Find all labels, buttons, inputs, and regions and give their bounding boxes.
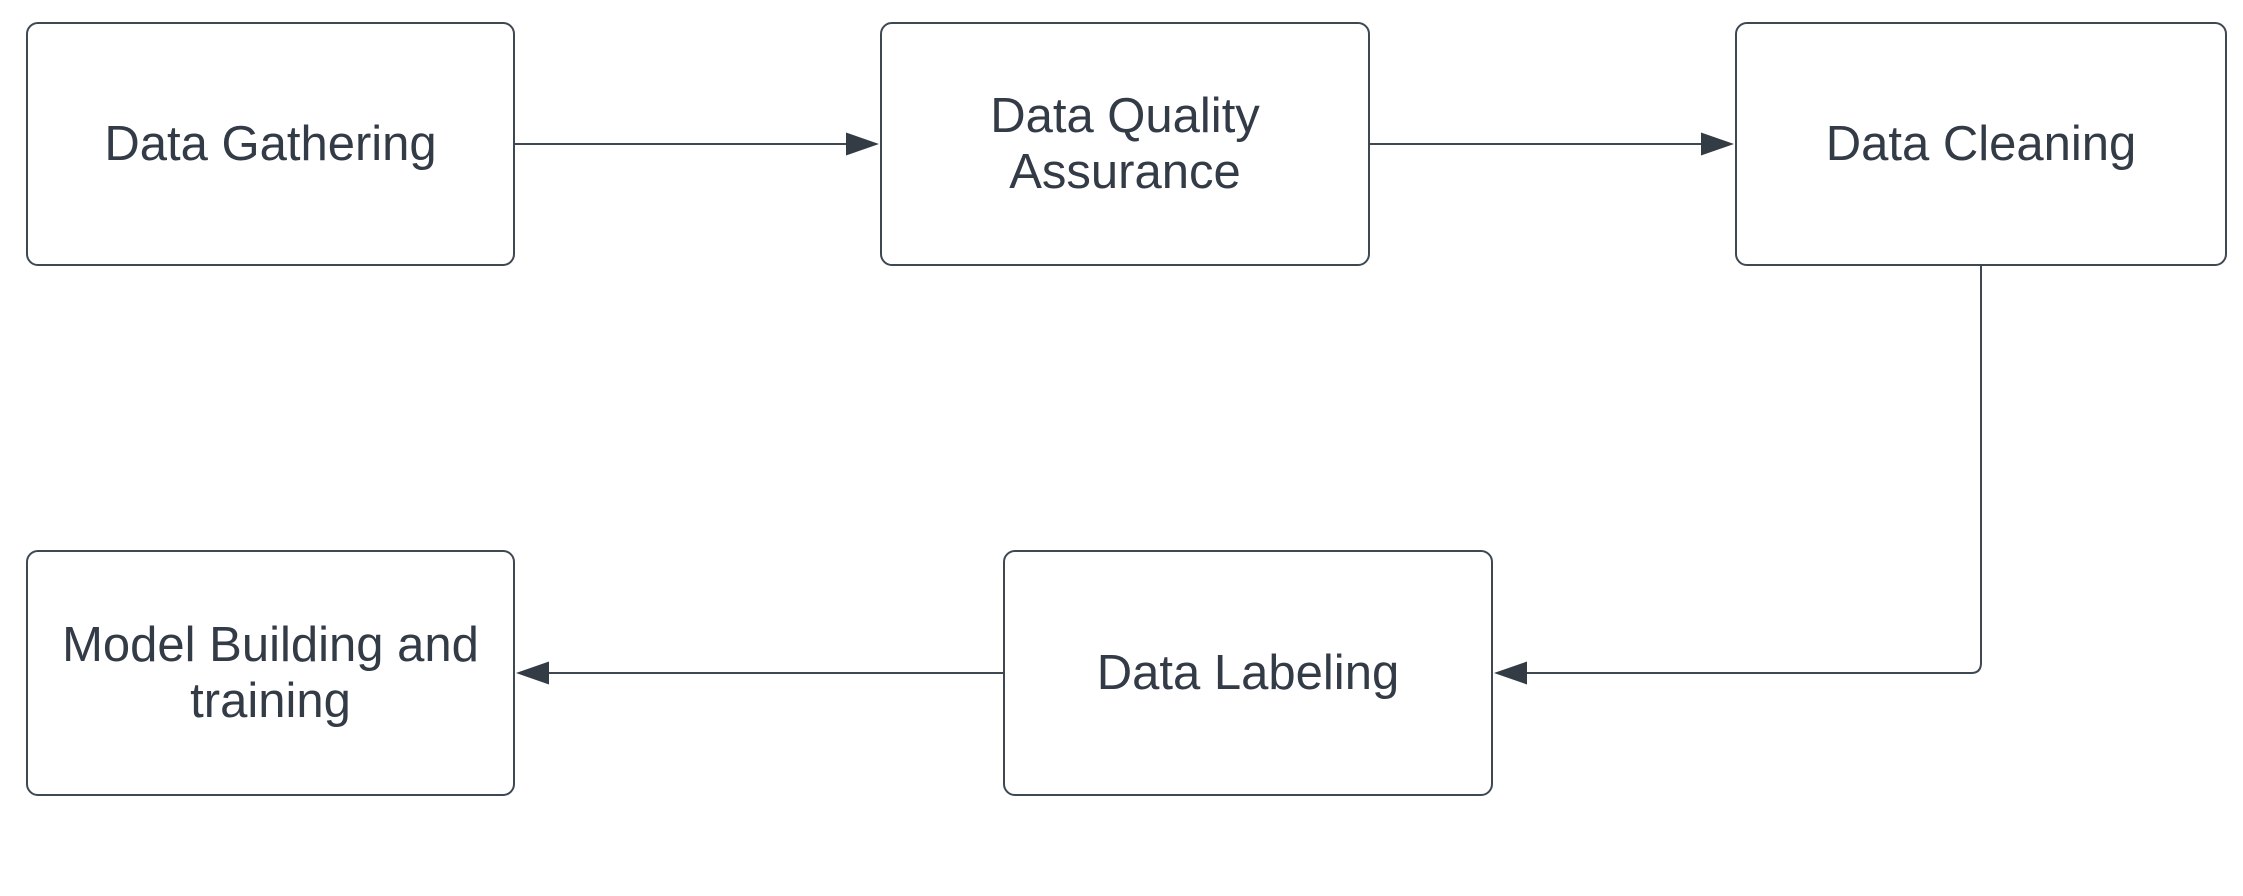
edge-data-quality-assurance-to-data-cleaning [1369, 132, 1734, 156]
node-label: Data Quality Assurance [990, 88, 1260, 199]
edge-data-labeling-to-model-building-and-training [516, 661, 1003, 685]
arrowhead-right-icon [846, 132, 879, 156]
node-label: Model Building and training [62, 617, 479, 728]
node-data-cleaning[interactable]: Data Cleaning [1735, 22, 2227, 266]
node-data-quality-assurance[interactable]: Data Quality Assurance [880, 22, 1370, 266]
node-label: Data Gathering [104, 116, 437, 171]
node-label: Data Labeling [1096, 645, 1400, 700]
arrowhead-left-icon [1494, 661, 1527, 685]
edge-data-cleaning-to-data-labeling [1494, 266, 1982, 685]
node-model-building-and-training[interactable]: Model Building and training [26, 550, 515, 796]
node-data-labeling[interactable]: Data Labeling [1003, 550, 1493, 796]
edge-data-gathering-to-data-quality-assurance [514, 132, 879, 156]
node-label: Data Cleaning [1825, 116, 2137, 171]
arrowhead-left-icon [516, 661, 549, 685]
edge-line [1527, 266, 1982, 674]
node-data-gathering[interactable]: Data Gathering [26, 22, 515, 266]
arrowhead-right-icon [1701, 132, 1734, 156]
